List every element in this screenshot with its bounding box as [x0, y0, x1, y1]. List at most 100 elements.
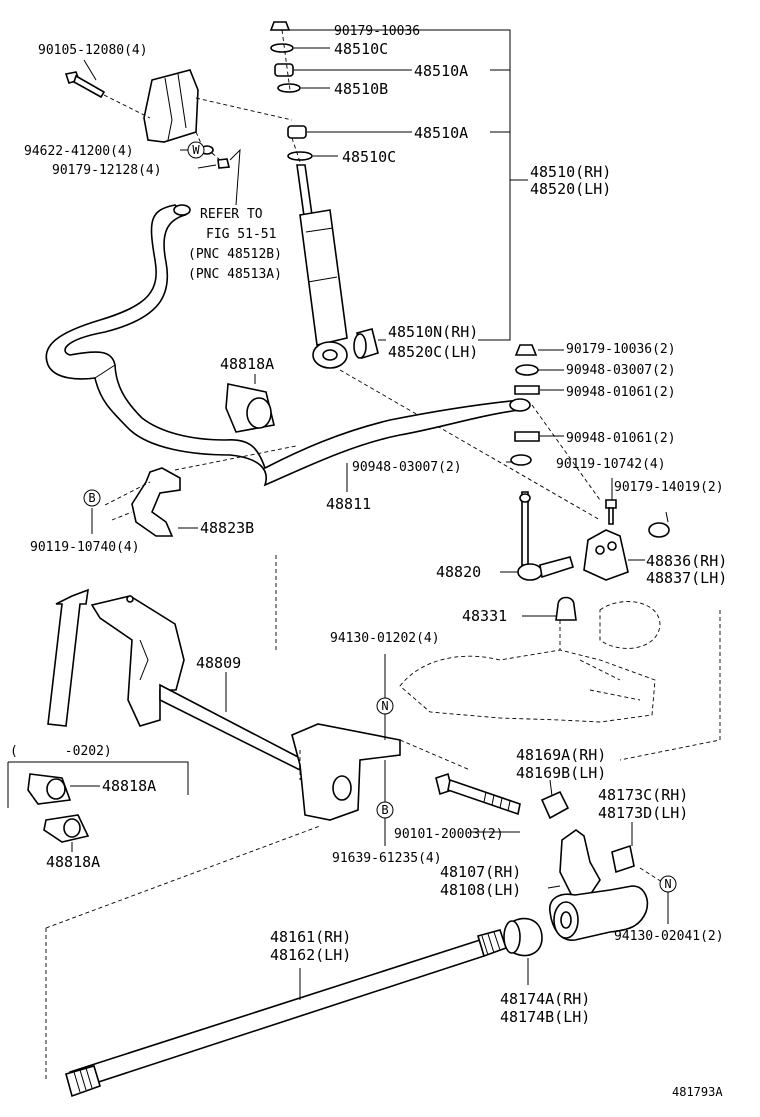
label-48510a-b: 48510A [414, 124, 468, 142]
stabilizer-link-hardware [500, 344, 670, 621]
frame-ghost-c [619, 610, 721, 761]
bearing-48174a-shape [511, 917, 543, 957]
retainer-48510b-shape [277, 83, 301, 93]
bolt-90119-10742-shank [608, 507, 614, 525]
label-48818a-top: 48818A [220, 355, 274, 373]
front-direction-arrow [47, 588, 89, 727]
bracket-shape [143, 69, 199, 143]
marker-w [187, 141, 205, 159]
label-48174b-lh: 48174B(LH) [500, 1008, 590, 1026]
stabilizer-kink [94, 364, 116, 379]
label-90179-10036-top: 90179-10036 [334, 24, 420, 39]
label-refer-1: REFER TO [200, 207, 263, 222]
marker-n-upper-text: N [381, 699, 388, 713]
member-left-detail [139, 639, 149, 681]
bracket-line-top [289, 29, 511, 341]
marker-b-lower-text: B [381, 803, 388, 817]
link-stud-shape [539, 556, 574, 579]
washer-48510c-lower-shape [287, 151, 313, 161]
label-90179-14019: 90179-14019(2) [614, 480, 724, 495]
upper-mount-bracket [64, 59, 293, 206]
member-right-bracket [291, 723, 401, 821]
label-90948-03007-2a: 90948-03007(2) [566, 363, 676, 378]
bushing-48169a-shape [540, 790, 570, 820]
label-94130-02041: 94130-02041(2) [614, 929, 724, 944]
link-ball-shape [517, 563, 543, 581]
label-refer-2: FIG 51-51 [206, 227, 276, 242]
shock-body-lines [305, 227, 338, 283]
stabilizer-right-eye [509, 398, 531, 412]
label-48823b: 48823B [200, 519, 254, 537]
clip-dash [639, 867, 663, 883]
label-90179-12128: 90179-12128(4) [52, 163, 162, 178]
bolt-90101-shank [447, 778, 521, 816]
washer-90948-03007-a [515, 364, 539, 376]
member-right-hole [332, 775, 352, 801]
frame-ghost-d [559, 620, 641, 701]
stabilizer-bar [45, 204, 601, 501]
label-48510b: 48510B [334, 80, 388, 98]
label-90948-01061-2a: 90948-01061(2) [566, 385, 676, 400]
lead-90105 [83, 59, 97, 81]
label-48820: 48820 [436, 563, 481, 581]
nut-90179-10036-shape [269, 21, 291, 31]
label-90101-20003: 90101-20003(2) [394, 827, 504, 842]
member-tube [159, 683, 301, 772]
frame-ghost-a [599, 601, 661, 649]
bracket-48823b [91, 445, 297, 537]
bracket-lines [164, 73, 187, 141]
bolt-90101-thread [483, 791, 511, 812]
label-48510c-b: 48510C [342, 148, 396, 166]
label-48520c-lh: 48520C(LH) [388, 343, 478, 361]
label-48331: 48331 [462, 607, 507, 625]
label-48169a-rh: 48169A(RH) [516, 746, 606, 764]
diagram-id: 481793A [672, 1085, 723, 1099]
washer-90948-03007-b [510, 454, 532, 466]
circle-markers: W B N B N [83, 141, 677, 893]
axle-shaft [45, 825, 508, 1098]
label-48520-lh: 48520(LH) [530, 180, 611, 198]
bracket-48823b-shape [131, 467, 181, 537]
label-refer-4: (PNC 48513A) [188, 267, 282, 282]
label-48510c-a: 48510C [334, 40, 388, 58]
label-48173c-rh: 48173C(RH) [598, 786, 688, 804]
spindle-assembly [399, 739, 669, 985]
axle-upper-dash [45, 825, 321, 929]
bracket-48823b-dash [104, 481, 151, 521]
bolt-90119-10742-head [605, 499, 617, 509]
label-48174a-rh: 48174A(RH) [500, 990, 590, 1008]
member-left-hole [126, 595, 134, 603]
bushing-48818a-top [225, 374, 275, 433]
shock-rod-shape [296, 164, 313, 217]
shock-leader-bracket [289, 29, 528, 341]
marker-b-left-text: B [88, 491, 95, 505]
label-48108-lh: 48108(LH) [440, 881, 521, 899]
lead-refer [229, 148, 241, 206]
nut-90179-12128-shape [217, 158, 231, 169]
label-48837-lh: 48837(LH) [646, 569, 727, 587]
label-48510-rh: 48510(RH) [530, 163, 611, 181]
marker-n-lower [659, 875, 677, 893]
label-90179-10036-2: 90179-10036(2) [566, 342, 676, 357]
member-dash [275, 555, 301, 780]
label-48173d-lh: 48173D(LH) [598, 804, 688, 822]
lead-48107 [547, 885, 561, 889]
nut-90179-10036-b [514, 344, 538, 356]
bracket-48836-hole-a [595, 545, 605, 555]
label-94622-41200: 94622-41200(4) [24, 144, 134, 159]
bracket-48836-hole-b [607, 541, 617, 551]
bracket-bolt-dash [399, 739, 471, 771]
lead-48169a [549, 779, 553, 797]
bushing-48510n-end [353, 333, 367, 359]
bump-stopper-shape [555, 596, 577, 621]
link-rod-top [519, 493, 531, 503]
label-90119-10740: 90119-10740(4) [30, 540, 140, 555]
bracket-to-shock-dash [195, 97, 293, 121]
label-90948-01061-2b: 90948-01061(2) [566, 431, 676, 446]
part-labels: 90179-10036 48510C 48510A 48510B 48510A … [10, 24, 727, 1099]
lead-90179-14019 [665, 511, 669, 523]
label-48107-rh: 48107(RH) [440, 863, 521, 881]
label-48836-rh: 48836(RH) [646, 552, 727, 570]
